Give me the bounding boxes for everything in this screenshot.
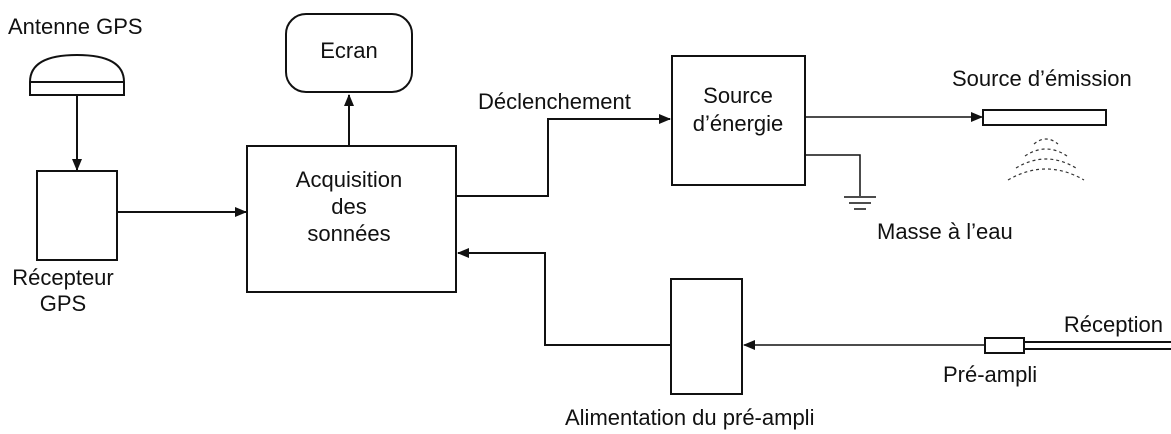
screen-box bbox=[285, 13, 413, 93]
reception-label: Réception bbox=[1064, 312, 1163, 337]
power-to-acquisition-arrow bbox=[457, 248, 671, 346]
ground-wire bbox=[805, 154, 861, 196]
wave-emission-icon bbox=[1007, 138, 1085, 181]
emission-source-label: Source d’émission bbox=[952, 66, 1132, 91]
energy-source-label-line2: d’énergie bbox=[693, 111, 784, 136]
screen-label: Ecran bbox=[320, 38, 377, 63]
preamp-box bbox=[984, 337, 1025, 354]
preamp-power-box bbox=[670, 278, 743, 395]
preamp-label: Pré-ampli bbox=[943, 362, 1037, 387]
gps-receiver-box bbox=[36, 170, 118, 261]
acquisition-label-line1: Acquisition bbox=[296, 167, 402, 192]
gps-antenna-label: Antenne GPS bbox=[8, 14, 143, 39]
acquisition-label-line3: sonnées bbox=[307, 221, 390, 246]
water-ground-label: Masse à l’eau bbox=[877, 219, 1013, 244]
ground-symbol-icon bbox=[844, 196, 876, 210]
emission-source-bar bbox=[982, 109, 1107, 126]
acquisition-label-line2: des bbox=[331, 194, 366, 219]
preamp-power-label: Alimentation du pré-ampli bbox=[565, 405, 814, 430]
trigger-label: Déclenchement bbox=[478, 89, 631, 114]
acquisition-box bbox=[246, 145, 457, 293]
energy-source-box bbox=[671, 55, 806, 186]
gps-receiver-label-line1: Récepteur bbox=[12, 265, 114, 290]
gps-antenna-icon bbox=[29, 53, 125, 96]
energy-source-label-line1: Source bbox=[703, 83, 773, 108]
trigger-arrow bbox=[456, 114, 671, 197]
gps-receiver-label-line2: GPS bbox=[40, 291, 86, 316]
